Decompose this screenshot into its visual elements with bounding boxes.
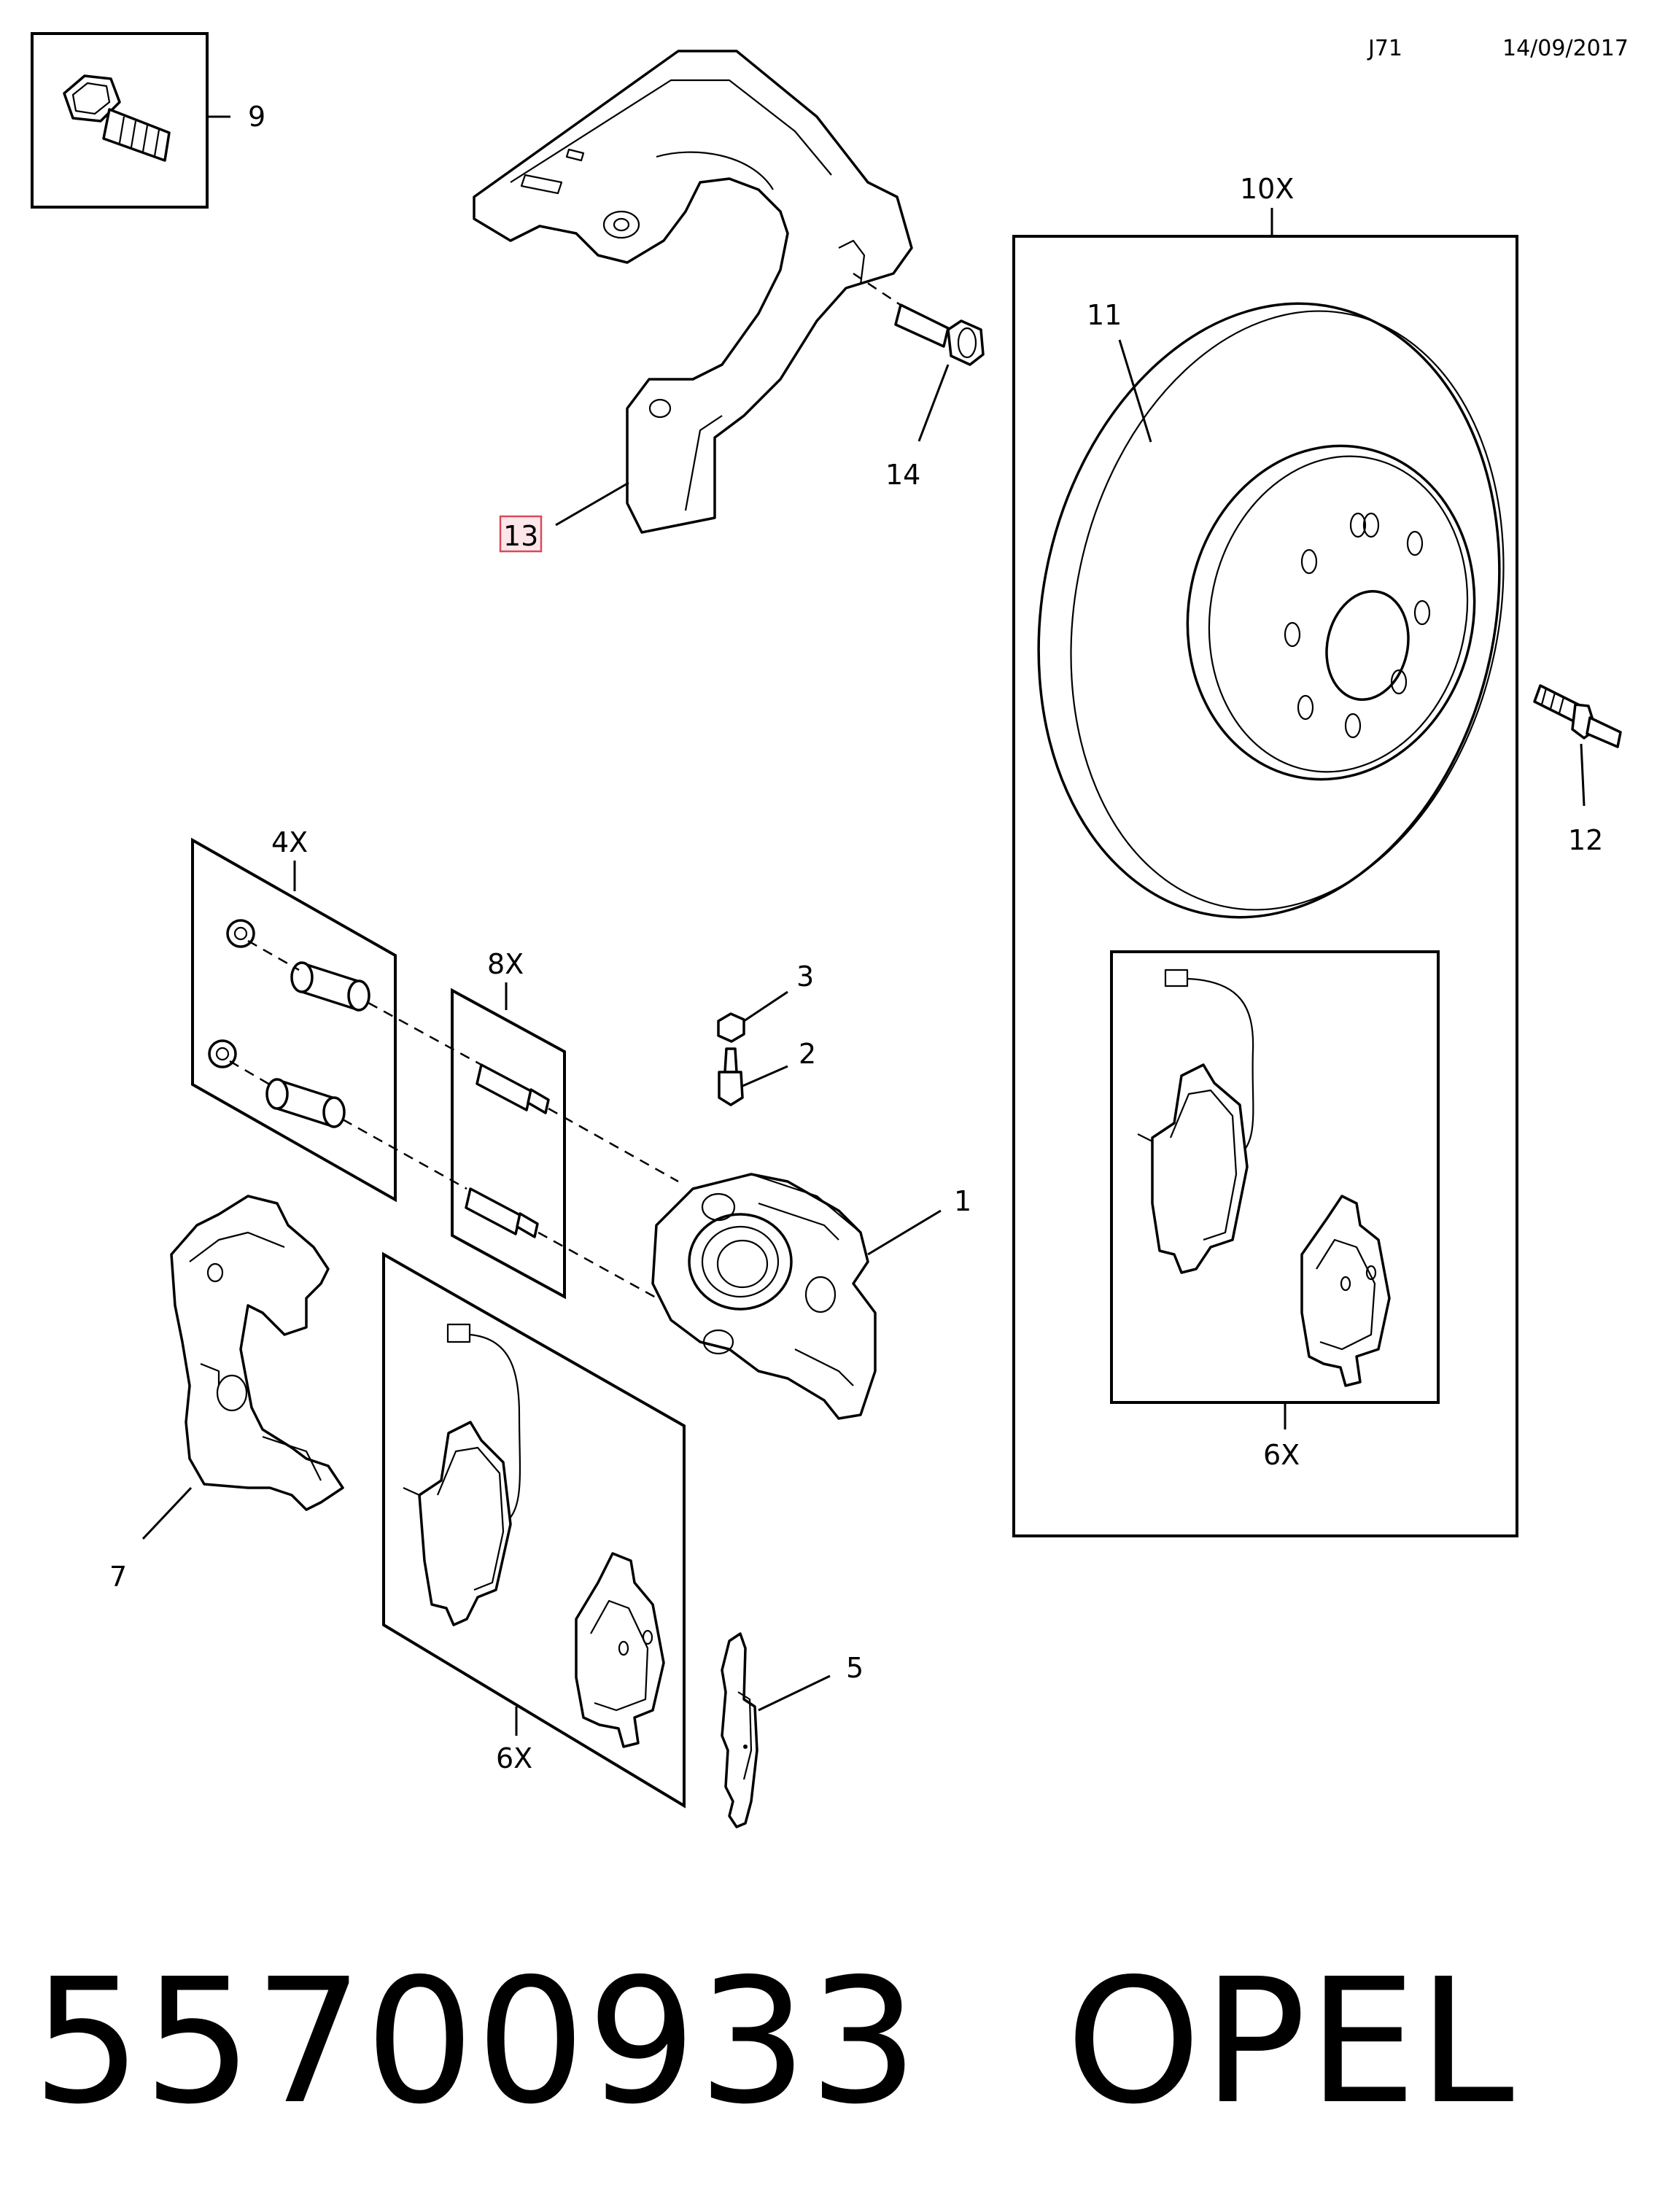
callout-3: 3 (796, 961, 814, 993)
callout-5: 5 (846, 1652, 864, 1684)
callout-10x: 10X (1240, 173, 1294, 205)
part-14-bolt[interactable] (894, 303, 985, 366)
guide-pins-8x[interactable] (465, 1063, 550, 1238)
part-1-caliper[interactable] (651, 1173, 877, 1420)
callout-8x: 8X (487, 948, 524, 980)
pad-set-right[interactable] (1137, 969, 1391, 1387)
part-12-wheel-stud[interactable] (1533, 684, 1622, 748)
guide-bushings-4x[interactable] (208, 919, 370, 1128)
callout-1: 1 (954, 1185, 971, 1217)
callout-2: 2 (799, 1038, 816, 1070)
pad-set-left[interactable] (403, 1323, 665, 1748)
callout-9: 9 (248, 101, 265, 133)
callout-14: 14 (885, 459, 920, 491)
brand-name: OPEL (1066, 1941, 1516, 2142)
box-10x-kit (1012, 235, 1518, 1537)
part-13-splash-shield[interactable] (473, 50, 913, 534)
box-6x-pads-left (382, 1251, 686, 1809)
diagram-date: 14/09/2017 (1502, 36, 1629, 61)
callout-12: 12 (1568, 824, 1603, 856)
part-3-bleed-cap[interactable] (717, 1012, 745, 1043)
box-6x-pads-right (1110, 950, 1440, 1404)
part-7-caliper-bracket[interactable] (170, 1195, 344, 1511)
callout-6x-left: 6X (496, 1742, 532, 1774)
part-9-bolt[interactable] (31, 32, 209, 209)
part-number-footer: 55700933 OPEL (32, 1933, 1637, 2151)
part-2-bleed-valve[interactable] (718, 1047, 744, 1106)
part-11-brake-disc[interactable] (983, 260, 1557, 961)
callout-4x: 4X (271, 826, 308, 858)
callout-11: 11 (1087, 299, 1122, 331)
part-number: 55700933 (32, 1941, 920, 2142)
diagram-code: J71 (1367, 36, 1402, 61)
callout-13-highlight (499, 515, 543, 553)
box-8x-kit (451, 987, 566, 1300)
callout-6x-right: 6X (1263, 1439, 1300, 1471)
callout-13[interactable]: 13 (503, 520, 538, 552)
box-4x-kit (191, 837, 397, 1203)
callout-7: 7 (109, 1561, 127, 1593)
part-5-pad-spring[interactable] (721, 1632, 758, 1828)
